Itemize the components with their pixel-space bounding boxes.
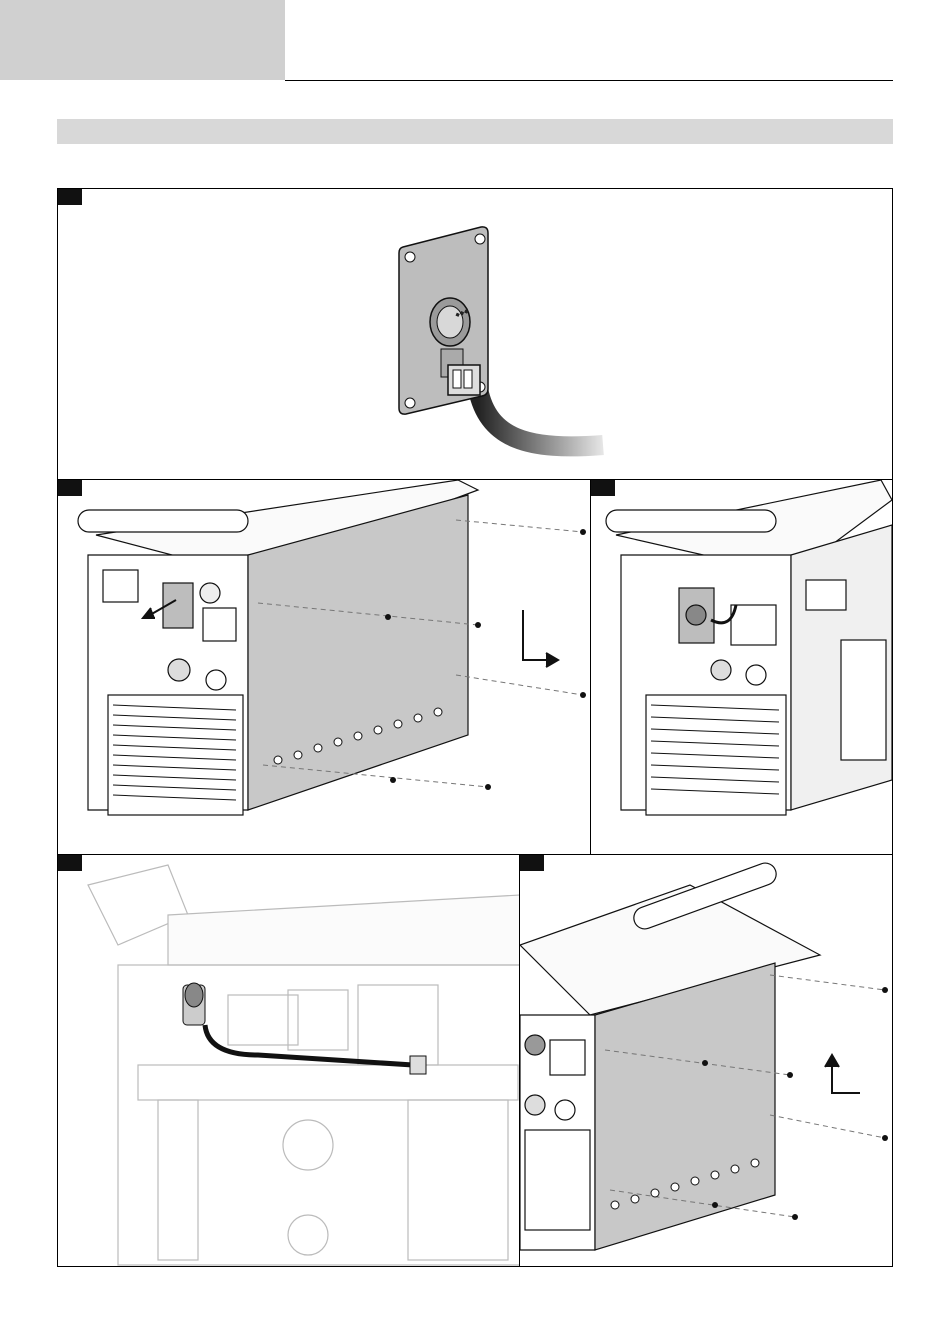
slide-arrow-icon (523, 610, 558, 667)
step-4-marker (58, 855, 82, 871)
header-tab-block (0, 0, 285, 80)
step-2-marker (58, 480, 82, 496)
routed-cable (183, 983, 426, 1074)
step-4-panel (58, 855, 520, 1266)
instruction-figure: ◆◆◆ (57, 188, 893, 1267)
step-5-panel (520, 855, 892, 1266)
step-3-panel (591, 480, 892, 855)
step-1-marker (58, 189, 82, 205)
step-1-panel: ◆◆◆ (58, 189, 892, 480)
step-2-panel (58, 480, 591, 855)
slide-back-arrow-icon (825, 1055, 860, 1093)
cable-routing-illustration (58, 855, 520, 1266)
step-5-marker (520, 855, 544, 871)
section-title-bar (57, 119, 893, 144)
plate-illustration: ◆◆◆ (58, 189, 892, 480)
machine-open-illustration (591, 480, 892, 855)
header-rule (285, 80, 893, 81)
machine-cover-removal-illustration (58, 480, 591, 855)
cover-refit-illustration (520, 855, 892, 1266)
step-3-marker (591, 480, 615, 496)
